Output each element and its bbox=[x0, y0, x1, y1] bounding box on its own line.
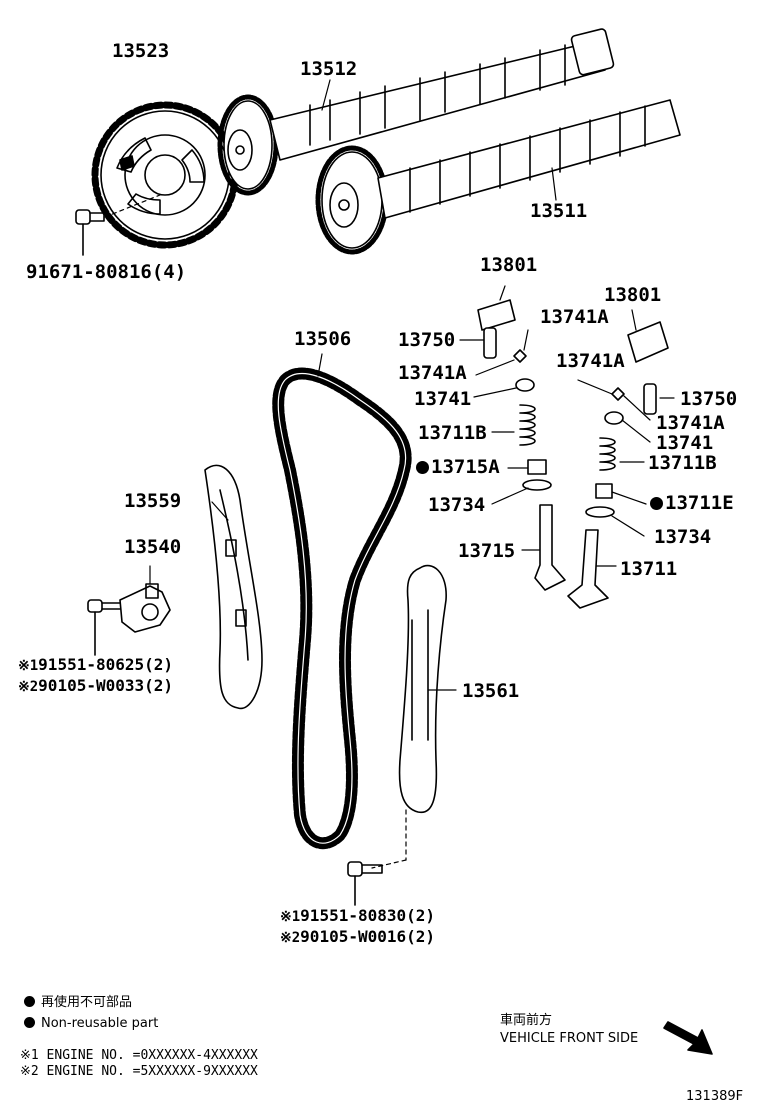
label-91671-80816: 91671-80816(4) bbox=[26, 261, 187, 283]
legend-nonreusable-en: Non-reusable part bbox=[24, 1017, 158, 1030]
legend-dot-icon bbox=[24, 1017, 35, 1028]
legend-nonreusable-jp: 再使用不可部品 bbox=[24, 996, 132, 1009]
bolt-label-1-mark: ※1 bbox=[18, 658, 39, 674]
front-label-jp: 車両前方 bbox=[500, 1013, 553, 1028]
slipper-bolt bbox=[347, 861, 383, 906]
bolt-label-1: ※191551-80625(2) bbox=[18, 655, 174, 674]
label-13750-right: 13750 bbox=[680, 388, 738, 410]
label-13741-right: 13741 bbox=[656, 432, 714, 454]
camshaft-13512 bbox=[217, 28, 615, 196]
legend-nonreusable-en-text: Non-reusable part bbox=[41, 1016, 159, 1031]
label-13540: 13540 bbox=[124, 536, 182, 558]
label-13711B-right: 13711B bbox=[648, 452, 717, 474]
label-13741A-1: 13741A bbox=[540, 306, 609, 328]
chain-guide-13559 bbox=[204, 464, 263, 710]
bolt-label-1-text: 91551-80625(2) bbox=[38, 655, 174, 674]
label-13801-left: 13801 bbox=[480, 254, 538, 276]
label-13741A-2: 13741A bbox=[398, 362, 467, 384]
nonreusable-dot-icon bbox=[416, 461, 429, 474]
engine-note-1: ※1 ENGINE NO. =0XXXXXX-4XXXXXX bbox=[20, 1048, 258, 1063]
label-13561: 13561 bbox=[462, 680, 520, 702]
label-13801-right: 13801 bbox=[604, 284, 662, 306]
timing-chain-13506 bbox=[272, 353, 412, 850]
bolt-label-3-text: 91551-80830(2) bbox=[300, 906, 436, 925]
label-13741A-3: 13741A bbox=[556, 350, 625, 372]
chain-tensioner-13540 bbox=[87, 565, 171, 656]
label-13711B-left: 13711B bbox=[418, 422, 487, 444]
label-13741-left: 13741 bbox=[414, 388, 472, 410]
label-13715: 13715 bbox=[458, 540, 516, 562]
bolt-label-3-mark: ※1 bbox=[280, 909, 301, 925]
sprocket-bolt bbox=[75, 194, 161, 256]
label-13711: 13711 bbox=[620, 558, 678, 580]
front-label-en: VEHICLE FRONT SIDE bbox=[500, 1031, 639, 1046]
camshaft-13511 bbox=[315, 99, 681, 255]
label-13750-left: 13750 bbox=[398, 329, 456, 351]
bolt-label-4-text: 90105-W0016(2) bbox=[300, 927, 436, 946]
chain-slipper-13561 bbox=[371, 564, 457, 869]
label-13734-right: 13734 bbox=[654, 526, 712, 548]
label-13559: 13559 bbox=[124, 490, 182, 512]
label-13711E-text: 13711E bbox=[665, 492, 734, 514]
label-13711E: 13711E bbox=[650, 494, 734, 513]
valve-train-left bbox=[459, 285, 566, 591]
label-13734-left: 13734 bbox=[428, 494, 486, 516]
bolt-label-4: ※290105-W0016(2) bbox=[280, 927, 436, 946]
label-13715A: 13715A bbox=[416, 458, 500, 477]
label-13506: 13506 bbox=[294, 328, 352, 350]
front-arrow-icon bbox=[663, 1021, 713, 1055]
engine-note-2: ※2 ENGINE NO. =5XXXXXX-9XXXXXX bbox=[20, 1064, 258, 1079]
bolt-label-2: ※290105-W0033(2) bbox=[18, 676, 174, 695]
bolt-label-3: ※191551-80830(2) bbox=[280, 906, 436, 925]
legend-nonreusable-jp-text: 再使用不可部品 bbox=[41, 995, 133, 1010]
nonreusable-dot-icon bbox=[650, 497, 663, 510]
bolt-label-2-mark: ※2 bbox=[18, 679, 39, 695]
label-13715A-text: 13715A bbox=[431, 456, 500, 478]
camshaft-sprocket-13523 bbox=[91, 101, 239, 249]
valve-train-right bbox=[567, 309, 675, 609]
label-13741A-4: 13741A bbox=[656, 412, 725, 434]
bolt-label-2-text: 90105-W0033(2) bbox=[38, 676, 174, 695]
label-13523: 13523 bbox=[112, 40, 170, 62]
label-13512: 13512 bbox=[300, 58, 358, 80]
bolt-label-4-mark: ※2 bbox=[280, 930, 301, 946]
figure-id: 131389F bbox=[686, 1089, 744, 1104]
label-13511: 13511 bbox=[530, 200, 588, 222]
legend-dot-icon bbox=[24, 996, 35, 1007]
